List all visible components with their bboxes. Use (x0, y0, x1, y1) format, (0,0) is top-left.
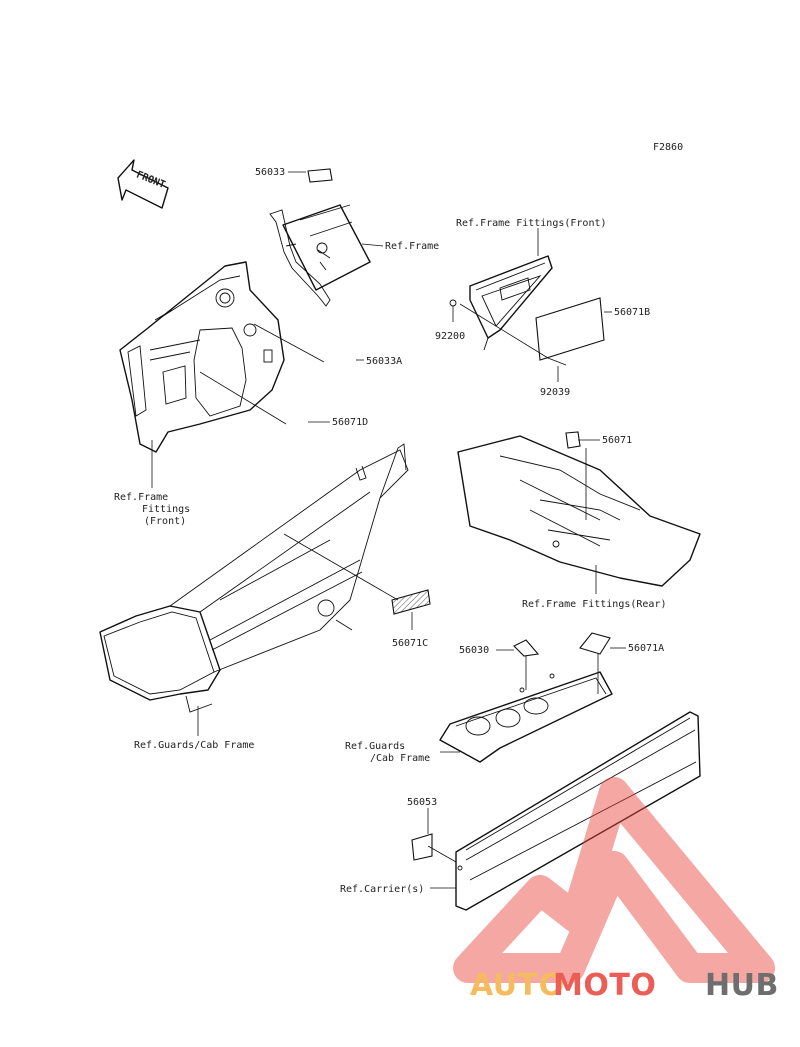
part-number-56033: 56033 (255, 167, 285, 178)
carrier-panel-drawing (411, 711, 701, 911)
guard-frame-drawing (99, 443, 431, 713)
watermark-text-auto: AUTO (470, 968, 565, 1003)
ref-frame-fittings-front-line3: (Front) (144, 516, 186, 527)
leader-lines (151, 171, 626, 889)
watermark-logo-icon (453, 777, 775, 983)
part-number-92039: 92039 (540, 387, 570, 398)
part-number-56071c: 56071C (392, 638, 428, 649)
part-number-56071a: 56071A (628, 643, 664, 654)
part-number-56071b: 56071B (614, 307, 650, 318)
part-number-56030: 56030 (459, 645, 489, 656)
ref-frame-label: Ref.Frame (385, 241, 439, 252)
rear-fittings-drawing (457, 431, 701, 587)
watermark-text-moto: MOTO (553, 968, 656, 1003)
ref-frame-fittings-rear-label: Ref.Frame Fittings(Rear) (522, 599, 667, 610)
ref-carrier-label: Ref.Carrier(s) (340, 884, 424, 895)
part-number-92200: 92200 (435, 331, 465, 342)
part-number-56053: 56053 (407, 797, 437, 808)
front-arrow-icon: FRONT (117, 159, 169, 209)
guard-plate-drawing (439, 632, 613, 763)
ref-guards-cab-frame-label: Ref.Guards/Cab Frame (134, 740, 254, 751)
watermark-text-hub: HUB (705, 968, 779, 1003)
part-number-56033a: 56033A (366, 356, 402, 367)
front-panel-drawing (119, 261, 285, 453)
ref-frame-fittings-front-label: Ref.Frame Fittings(Front) (456, 218, 607, 229)
ref-guards-line2: /Cab Frame (370, 753, 430, 764)
frame-bracket-drawing (269, 168, 371, 307)
ref-frame-fittings-front-line1: Ref.Frame (114, 492, 168, 503)
front-fittings-panel-drawing (449, 255, 605, 366)
figure-code: F2860 (653, 142, 683, 153)
automotohub-watermark: AUTO MOTO HUB (453, 777, 779, 1003)
part-number-56071d: 56071D (332, 417, 368, 428)
ref-guards-line1: Ref.Guards (345, 741, 405, 752)
part-number-56071: 56071 (602, 435, 632, 446)
ref-frame-fittings-front-line2: Fittings (142, 504, 190, 515)
